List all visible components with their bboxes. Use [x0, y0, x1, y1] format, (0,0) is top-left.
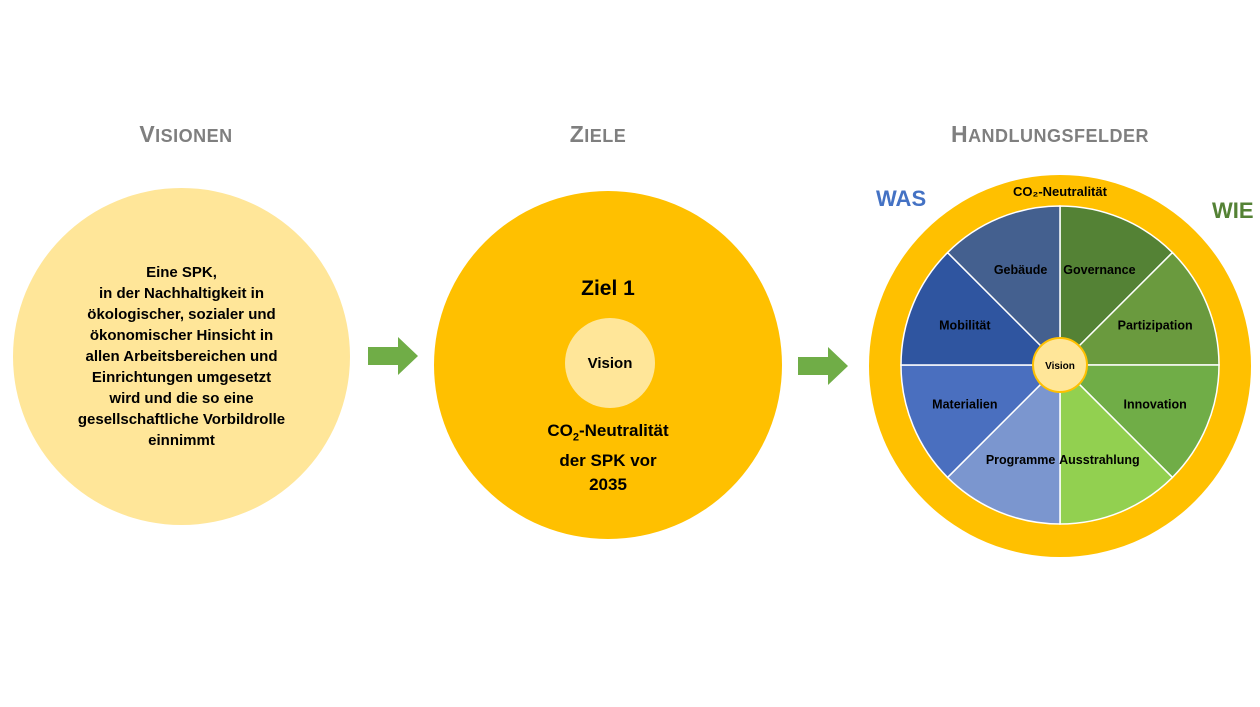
wie-label: WIE [1212, 198, 1254, 223]
wheel-label-innovation: Innovation [1124, 397, 1187, 411]
heading-rest: ISIONEN [155, 126, 233, 146]
wheel-segment-partizipation [1058, 251, 1220, 366]
wheel-label-mobilität: Mobilität [939, 319, 991, 333]
goal-vision-label: Vision [587, 354, 633, 372]
heading-visionen: VISIONEN [36, 121, 336, 148]
wheel-center-circle [1032, 337, 1088, 393]
wheel-segment-materialien [900, 364, 1062, 479]
arrow-right-icon [368, 337, 418, 375]
wheel-ring-label: CO₂-Neutralität [1013, 184, 1108, 199]
heading-rest: IELE [584, 126, 627, 146]
goal-description: CO2-Neutralität der SPK vor 2035 [508, 419, 708, 497]
heading-rest: ANDLUNGSFELDER [968, 126, 1150, 146]
wheel-label-governance: Governance [1063, 263, 1135, 277]
wheel-segment-governance [1059, 205, 1174, 367]
wheel-segment-mobilität [900, 251, 1062, 366]
wheel-label-partizipation: Partizipation [1118, 319, 1193, 333]
goal-co2-rest: -Neutralität [578, 421, 669, 440]
wheel-label-materialien: Materialien [932, 397, 997, 411]
heading-handlungsfelder: HANDLUNGSFELDER [900, 121, 1200, 148]
was-label: WAS [876, 186, 927, 211]
vision-circle: Eine SPK, in der Nachhaltigkeit in ökolo… [13, 188, 350, 525]
wheel-segment-programme [946, 363, 1061, 525]
goal-co2-sub: 2 [572, 431, 579, 444]
goal-vision-circle: Vision [565, 318, 655, 408]
wheel-label-ausstrahlung: Ausstrahlung [1059, 453, 1140, 467]
goal-co2-line: CO2-Neutralität [508, 419, 708, 449]
wheel-segment-gebäude [946, 205, 1061, 367]
heading-initial: Z [569, 121, 585, 147]
goal-line-3: 2035 [589, 475, 627, 495]
wheel-segment-ausstrahlung [1059, 363, 1174, 525]
wheel-center-label: Vision [1045, 361, 1075, 372]
wheel-segments [900, 205, 1220, 525]
wheel-label-gebäude: Gebäude [994, 263, 1048, 277]
wheel-label-programme: Programme [986, 453, 1056, 467]
goal-circle: Ziel 1 Vision CO2-Neutralität der SPK vo… [434, 191, 782, 539]
vision-statement: Eine SPK, in der Nachhaltigkeit in ökolo… [77, 264, 286, 449]
handlungsfelder-wheel: CO₂-Neutralität GovernancePartizipationI… [869, 175, 1251, 557]
wheel-segment-innovation [1058, 364, 1220, 479]
goal-line-2: der SPK vor [559, 451, 657, 471]
goal-title: Ziel 1 [581, 277, 635, 300]
heading-ziele: ZIELE [448, 121, 748, 148]
wheel-segment-labels: GovernancePartizipationInnovationAusstra… [932, 263, 1192, 467]
heading-initial: V [139, 121, 156, 147]
heading-initial: H [950, 121, 969, 147]
arrow-right-icon [798, 347, 848, 385]
goal-co2-prefix: CO [547, 421, 573, 440]
